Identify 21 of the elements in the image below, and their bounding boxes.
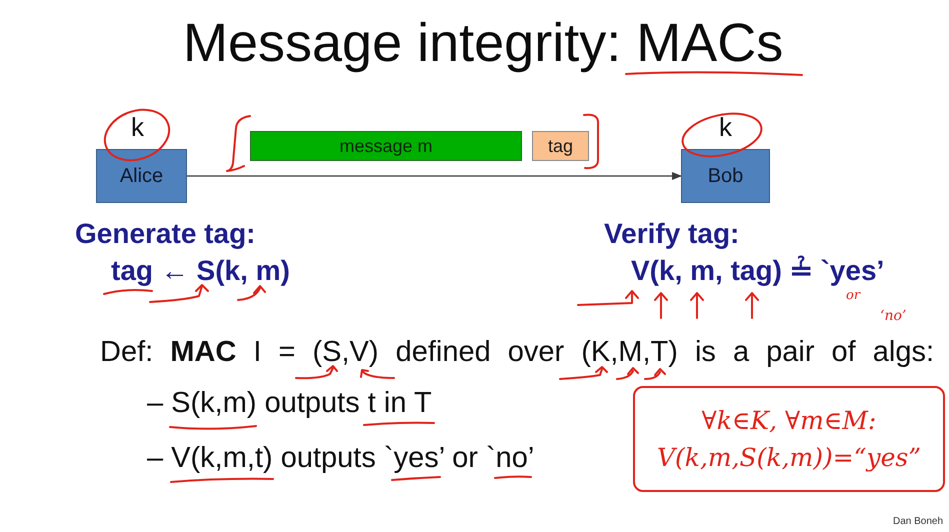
- author-credit: Dan Boneh: [893, 516, 944, 527]
- section-heading: Verify tag:: [604, 219, 740, 250]
- party-box: Bob: [681, 149, 770, 203]
- tag-box: tag: [532, 131, 589, 161]
- definition-text: Def: MAC I = (S,V) defined over (K,M,T) is a pair of algs:: [100, 337, 934, 369]
- party-box: Alice: [96, 149, 187, 203]
- note-box: [633, 386, 945, 492]
- formula: V(k, m, tag) ≟ `yes’: [631, 256, 884, 287]
- handwritten-formula: V(k,m,S(k,m))=“yes”: [656, 444, 921, 472]
- message-bar: message m: [250, 131, 522, 161]
- key-label: k: [719, 113, 732, 142]
- slide-title: Message integrity: MACs: [183, 14, 784, 74]
- section-heading: Generate tag:: [75, 219, 256, 250]
- bullet-item: – V(k,m,t) outputs `yes’ or `no’: [147, 443, 534, 475]
- key-label: k: [131, 113, 144, 142]
- formula: tag ← S(k, m): [111, 256, 290, 287]
- bullet-item: – S(k,m) outputs t in T: [147, 388, 432, 420]
- handwritten-note: ‘no’: [880, 309, 906, 324]
- arrow: [187, 172, 682, 180]
- handwritten-formula: ∀k∈K, ∀m∈M:: [702, 406, 876, 434]
- handwritten-note: or: [846, 289, 860, 304]
